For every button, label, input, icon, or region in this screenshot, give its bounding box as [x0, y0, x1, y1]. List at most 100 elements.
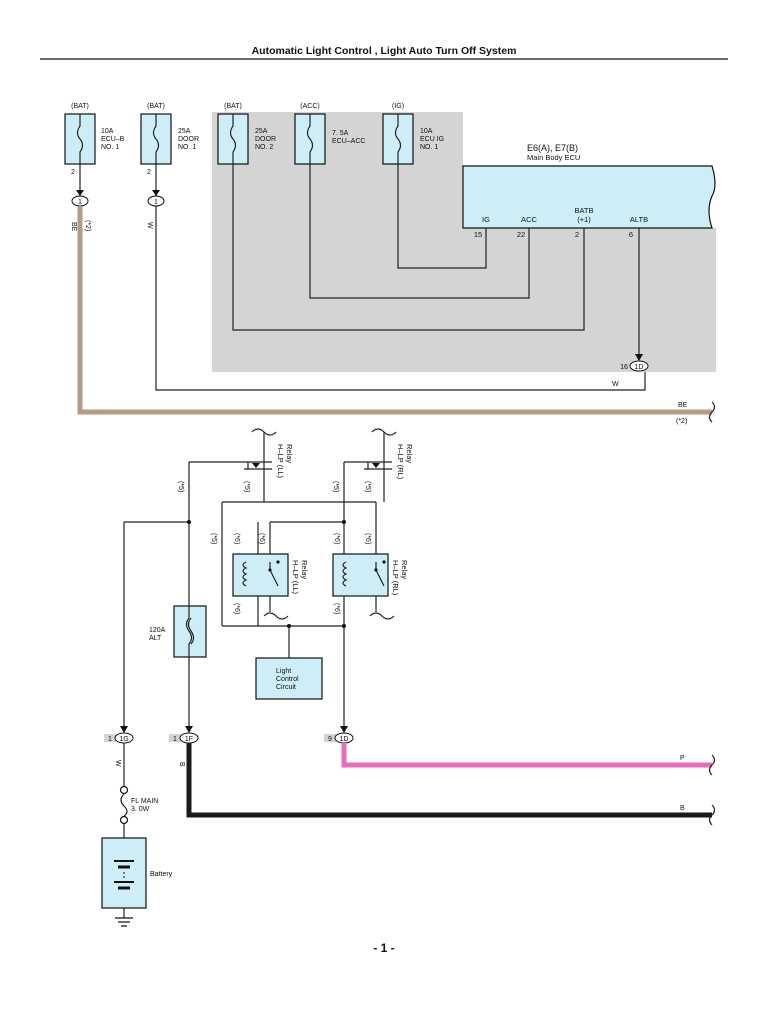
arrow-icon — [340, 726, 348, 733]
wire-break-icon — [369, 612, 395, 620]
fuse3-rating: 25A — [255, 128, 268, 135]
wire-ig — [397, 164, 487, 269]
wire-w — [155, 206, 646, 391]
ecu-terminal-batb: BATB — [574, 206, 593, 215]
wire-label-be: BE — [678, 402, 688, 409]
wire-label-p: P — [680, 755, 685, 762]
light-control-line3: Circuit — [276, 684, 296, 691]
fuse4-rating: 7. 5A — [332, 130, 349, 137]
note-star5: (*5) — [332, 481, 339, 492]
arrow-icon — [152, 190, 160, 196]
relay-ll-sub: Relay — [300, 560, 309, 579]
connector-1d-bottom-id: 1D — [340, 736, 349, 743]
fuse4-source: (ACC) — [300, 103, 319, 110]
relay-contact-rl-top — [364, 461, 392, 470]
fuse1-name2: NO. 1 — [101, 144, 119, 151]
wire-be — [77, 206, 712, 415]
fuse1-name1: ECU–B — [101, 136, 125, 143]
fuse2-name2: NO. 1 — [178, 144, 196, 151]
note-star5: (*5) — [210, 533, 217, 544]
fl-main-rating: 3. 0W — [131, 806, 150, 813]
ecu-terminal-altb: ALTB — [630, 215, 648, 224]
fuse5-name1: ECU IG — [420, 136, 444, 143]
wire-break-icon — [263, 612, 289, 620]
ecu-terminal-acc: ACC — [521, 215, 537, 224]
relay-rl-name: H–LP (RL) — [391, 560, 400, 596]
arrow-icon — [76, 190, 84, 196]
connector-1g-pin: 1 — [108, 736, 112, 743]
ground-icon — [115, 917, 133, 927]
fuse2-rating: 25A — [178, 128, 191, 135]
wire-break-icon — [708, 401, 716, 423]
connector-pin-box — [104, 734, 116, 742]
fuse1-connector-id: 1 — [78, 199, 82, 206]
wire-label-b-right: B — [680, 805, 685, 812]
light-control-line1: Light — [276, 668, 291, 675]
wire-batb — [232, 164, 585, 331]
relay-rl-top-sub: Relay — [405, 444, 414, 463]
battery — [101, 837, 147, 909]
junction-1d-id: 1D — [635, 364, 644, 371]
relay-rl-sub: Relay — [400, 560, 409, 579]
fuse2-pin: 2 — [147, 169, 151, 176]
fuse5-name2: NO. 1 — [420, 144, 438, 151]
wire-label-b-down: B — [178, 762, 185, 767]
ecu-pin-2: 2 — [575, 230, 579, 239]
wire-b — [186, 743, 712, 818]
fuse1-pin: 2 — [71, 169, 75, 176]
wire-break-icon — [708, 754, 716, 776]
connector-pin-box — [169, 734, 181, 742]
fuse-ecu-b-no1 — [64, 113, 96, 165]
fuse-door-no1 — [140, 113, 172, 165]
note-star6: (*6) — [233, 603, 240, 614]
fuse2-source: (BAT) — [147, 103, 165, 110]
note-star6: (*6) — [333, 603, 340, 614]
splice-dot — [342, 520, 346, 524]
ecu-code: E6(A), E7(B) — [527, 143, 578, 153]
wire-label-star2-vertical: (*2) — [84, 220, 91, 231]
light-control-line2: Control — [276, 676, 299, 683]
ecu-pin-15: 15 — [474, 230, 482, 239]
fuse-door-no2 — [217, 113, 249, 165]
relay-hlp-ll — [232, 553, 289, 597]
connector-1f-pin: 1 — [173, 736, 177, 743]
fuse2-name1: DOOR — [178, 136, 199, 143]
fuse-ecu-acc — [294, 113, 326, 165]
note-star5: (*5) — [364, 481, 371, 492]
fuse5-source: (IG) — [392, 103, 404, 110]
arrow-icon — [185, 726, 193, 733]
relay-contact-ll-top — [244, 461, 272, 470]
diagram-title: Automatic Light Control , Light Auto Tur… — [252, 45, 517, 57]
relay-ll-top-name: H–LP (LL) — [276, 444, 285, 479]
ecu-pin-22: 22 — [517, 230, 525, 239]
relay-hlp-rl — [332, 553, 389, 597]
fuse3-name1: DOOR — [255, 136, 276, 143]
splice-dot — [187, 520, 191, 524]
alt-fuse-name: ALT — [149, 635, 162, 642]
ecu-shaded-area — [212, 112, 716, 372]
battery-label: Battery — [150, 871, 173, 878]
ecu-name: Main Body ECU — [527, 153, 580, 162]
wire-label-w-down: W — [114, 760, 121, 767]
wire-label-star2: (*2) — [676, 418, 687, 425]
note-star5: (*5) — [243, 481, 250, 492]
note-star5: (*5) — [177, 481, 184, 492]
fuse-120a-alt — [173, 605, 207, 658]
main-body-ecu-box — [462, 165, 716, 229]
relay-rl-top-name: H–LP (RL) — [396, 444, 405, 480]
fuse-ecu-ig-no1 — [382, 113, 414, 165]
fuse2-connector-id: 1 — [154, 199, 158, 206]
wire-label-w: W — [612, 381, 619, 388]
connector-1d-pin: 9 — [328, 736, 332, 743]
junction-1d-pin: 16 — [620, 364, 628, 371]
wire-p — [341, 743, 712, 768]
wire-acc — [309, 164, 530, 299]
fuse3-name2: NO. 2 — [255, 144, 273, 151]
arrow-icon — [635, 354, 643, 361]
splice-dot — [342, 624, 346, 628]
wire-break-icon — [708, 804, 716, 826]
connector-1g-id: 1G — [119, 736, 128, 743]
ecu-terminal-batb-sub: (+1) — [577, 215, 591, 224]
wire-label-w-vertical: W — [146, 222, 153, 229]
